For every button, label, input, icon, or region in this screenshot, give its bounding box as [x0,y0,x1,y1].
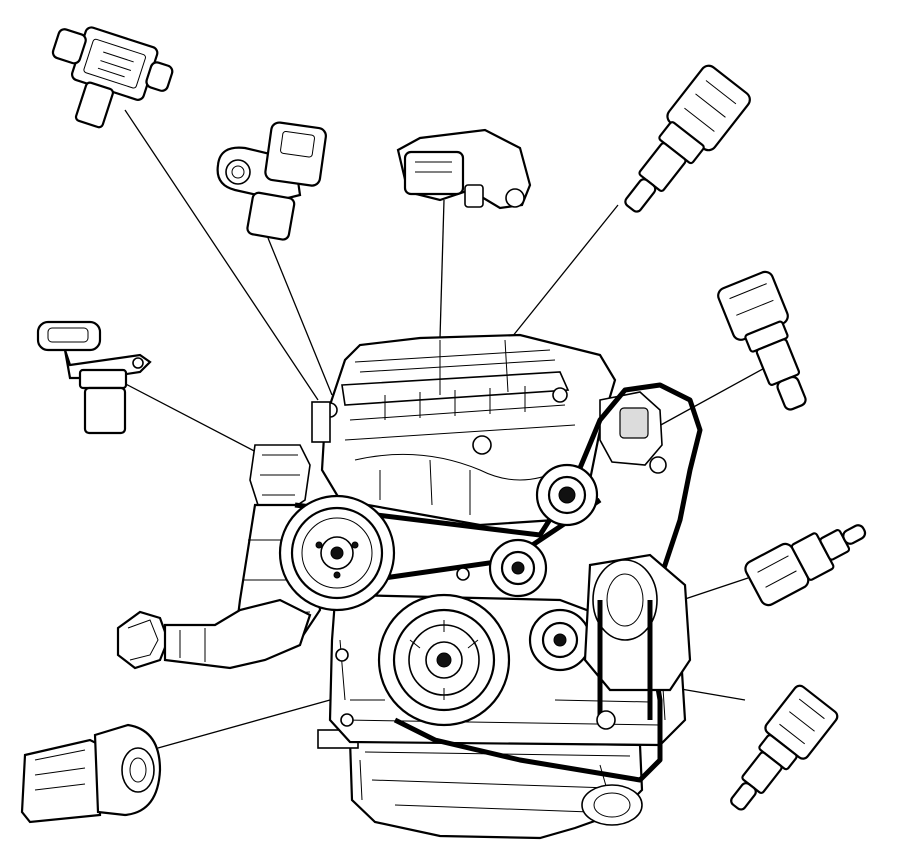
cam-sensor-icon [216,121,327,241]
leader-lines [117,109,771,749]
cam-sensor-mount [311,401,331,443]
temp-sensor-icon [730,684,839,811]
leader-oil-temp-sensor [674,687,746,701]
leader-air-temp-sensor [681,577,749,601]
serpentine-belt [294,382,703,783]
leader-map-sensor [124,109,319,401]
leader-crank-sensor [117,379,263,456]
hose-icon [116,598,312,670]
oil-pan [348,738,644,840]
pressure-sensor-icon [717,270,807,411]
map-sensor-icon [51,26,174,129]
tps-sensor-icon [396,128,532,210]
leader-cam-sensor [267,237,333,396]
leader-coolant-sensor [507,204,619,343]
crank-sensor-icon [36,320,152,435]
valve-cover-rail [341,371,570,406]
leader-tps-sensor [439,199,445,339]
leader-knock-sensor [157,699,331,749]
head-bolt [472,435,492,455]
oil-drain-plug [581,784,643,826]
alternator-pulley [592,559,658,641]
knock-sensor-icon [20,723,162,824]
leader-oil-pressure-sensor [647,364,771,433]
engine-assembly [233,333,703,840]
temp-sensor-icon [624,64,751,213]
temp-sensor-icon [744,524,867,607]
